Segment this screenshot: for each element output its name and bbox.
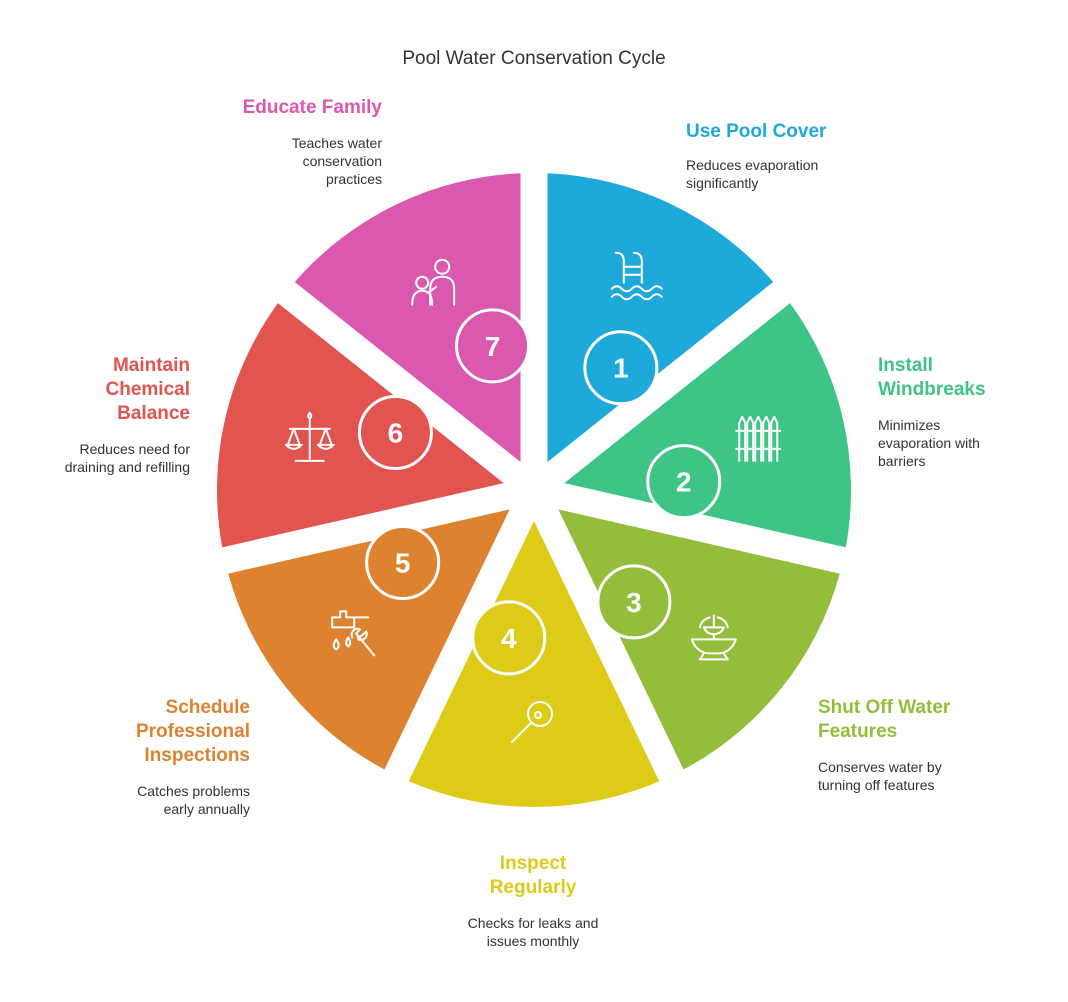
step-3-description: Conserves water by turning off features <box>818 759 942 793</box>
step-1-title: Use Pool Cover <box>686 121 827 142</box>
step-1-description: Reduces evaporation significantly <box>686 157 819 191</box>
step-6-number: 6 <box>388 418 404 449</box>
step-6-description: Reduces need for draining and refilling <box>64 441 190 475</box>
step-2-badge <box>646 444 722 520</box>
step-6-badge <box>357 395 433 471</box>
step-5-description: Catches problems early annually <box>137 783 250 817</box>
step-5-title: Schedule Professional Inspections <box>135 697 250 766</box>
step-2-number: 2 <box>676 467 692 498</box>
pool-ladder-icon <box>610 251 663 301</box>
step-7-description: Teaches water conservation practices <box>291 135 382 187</box>
balance-scale-icon <box>284 411 335 462</box>
step-1-segment: 1 <box>547 173 774 462</box>
step-4-number: 4 <box>501 623 517 654</box>
step-5-segment: 5 <box>228 509 510 770</box>
step-1-badge <box>583 330 659 406</box>
step-4-title: Inspect Regularly <box>489 853 577 898</box>
step-5-sector <box>228 509 510 770</box>
step-2-segment: 2 <box>564 303 852 548</box>
step-3-segment: 3 <box>558 509 840 770</box>
step-3-number: 3 <box>626 587 642 618</box>
faucet-wrench-icon <box>331 610 376 657</box>
step-2-label: Install Windbreaks Minimizes evaporation… <box>878 354 998 470</box>
fountain-icon <box>690 614 737 661</box>
step-3-label: Shut Off Water Features Conserves water … <box>818 696 968 794</box>
step-1-label: Use Pool Cover Reduces evaporation signi… <box>686 120 886 192</box>
step-5-number: 5 <box>395 547 411 578</box>
step-5-badge <box>365 524 441 600</box>
step-2-sector <box>564 303 852 548</box>
step-3-badge <box>596 564 672 640</box>
step-4-badge <box>471 600 547 676</box>
step-6-title: Maintain Chemical Balance <box>105 355 190 424</box>
step-5-label: Schedule Professional Inspections Catche… <box>100 696 250 818</box>
step-6-label: Maintain Chemical Balance Reduces need f… <box>40 354 190 476</box>
step-6-segment: 6 <box>217 303 504 548</box>
step-7-label: Educate Family Teaches water conservatio… <box>182 96 382 188</box>
step-4-segment: 4 <box>408 521 660 807</box>
diagram-title: Pool Water Conservation Cycle <box>402 48 666 69</box>
step-7-segment: 7 <box>294 173 531 462</box>
family-icon <box>411 258 456 306</box>
step-7-badge <box>455 308 531 384</box>
step-7-number: 7 <box>485 331 501 362</box>
step-7-sector <box>294 173 521 462</box>
step-3-title: Shut Off Water Features <box>818 697 951 742</box>
fence-icon <box>735 415 782 462</box>
step-2-title: Install Windbreaks <box>878 355 986 400</box>
step-2-description: Minimizes evaporation with barriers <box>878 417 980 469</box>
step-4-label: Inspect Regularly Checks for leaks and i… <box>443 852 623 950</box>
step-7-title: Educate Family <box>242 97 382 118</box>
magnifier-icon <box>511 701 553 743</box>
step-1-number: 1 <box>613 353 629 384</box>
step-4-description: Checks for leaks and issues monthly <box>467 915 599 949</box>
